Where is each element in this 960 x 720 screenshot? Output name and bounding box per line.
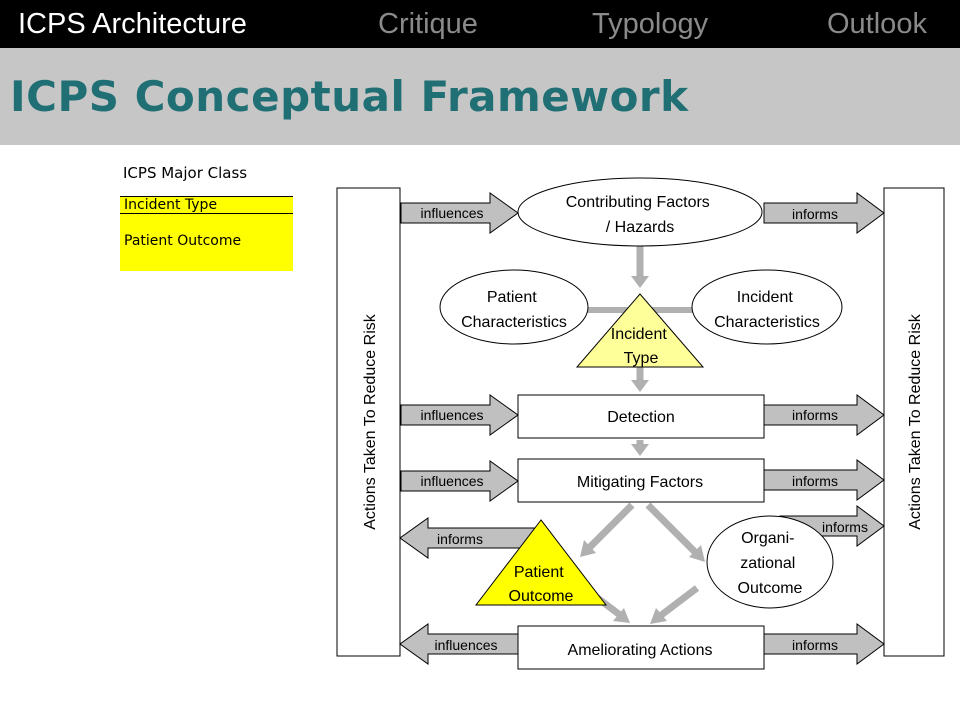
arrow-in-2: [400, 394, 519, 436]
incident-type-line2: Type: [624, 350, 659, 367]
incident-type-line1: Incident: [611, 326, 668, 343]
left-side-box: [336, 187, 401, 657]
detection-label: Detection: [607, 409, 675, 426]
detection-node: [517, 394, 765, 439]
ameliorating-actions-node: [517, 625, 765, 670]
org-outcome-line1: Organi-: [741, 530, 794, 547]
arrow-out-3-label: informs: [792, 473, 838, 489]
svg-text:Incident Type: Incident Type: [611, 326, 672, 367]
page-title: ICPS Conceptual Framework: [10, 72, 689, 121]
arrow-out-4-label: informs: [822, 519, 868, 535]
incident-type-node: [575, 293, 705, 368]
patient-outcome-line2: Outcome: [509, 588, 574, 605]
svg-text:Contributing Factors / Haz: Contributing Factors / Hazards: [566, 194, 715, 236]
arrow-in-3-label: influences: [420, 473, 483, 489]
arrow-in-5: [399, 623, 519, 665]
title-bar: [0, 48, 960, 145]
org-outcome-line2: zational: [740, 555, 795, 572]
svg-text:Patient Outcome: Patient Outcome: [509, 564, 574, 605]
legend-item-incident-type: Incident Type: [124, 197, 218, 213]
legend-row-divider: [120, 196, 293, 214]
arrow-out-5-label: informs: [792, 637, 838, 653]
svg-text:Organi- zational Outco: Organi- zational Outcome: [738, 530, 803, 597]
org-outcome-line3: Outcome: [738, 580, 803, 597]
arrow-in-4: [399, 517, 536, 559]
legend-item-patient-outcome: Patient Outcome: [124, 233, 242, 249]
contributing-factors-node: [517, 177, 763, 247]
arrow-out-3: [763, 459, 885, 501]
svg-text:Incident Characteristics: Incident Characteristics: [714, 289, 820, 331]
nav-item-icps-architecture[interactable]: ICPS Architecture: [18, 8, 247, 40]
arrow-out-1: [763, 192, 885, 234]
ameliorating-label: Ameliorating Actions: [568, 642, 713, 659]
svg-text:Patient Characteristics: Patient Characteristics: [461, 289, 567, 331]
contributing-label-line1: Contributing Factors: [566, 194, 710, 211]
legend-swatch: [120, 196, 293, 271]
contributing-label-line2: / Hazards: [606, 219, 674, 236]
arrow-out-2: [763, 394, 885, 436]
right-side-box: [883, 187, 945, 657]
patient-outcome-node: [474, 519, 608, 606]
nav-item-typology[interactable]: Typology: [592, 8, 709, 40]
organizational-outcome-node: [706, 515, 834, 609]
legend: ICPS Major Class Incident Type Patient O…: [120, 160, 295, 275]
left-side-label: Actions Taken To Reduce Risk: [362, 313, 379, 530]
arrow-in-1-label: influences: [420, 205, 483, 221]
arrow-in-1: [400, 192, 519, 234]
patient-char-line2: Characteristics: [461, 314, 567, 331]
arrow-out-5: [763, 623, 885, 665]
incident-char-line1: Incident: [737, 289, 794, 306]
arrow-out-2-label: informs: [792, 407, 838, 423]
right-side-label: Actions Taken To Reduce Risk: [907, 313, 924, 530]
mitigating-label: Mitigating Factors: [577, 474, 703, 491]
arrow-in-3: [400, 460, 519, 502]
top-navigation: ICPS Architecture Critique Typology Outl…: [0, 0, 960, 48]
incident-characteristics-node: [691, 269, 843, 345]
arrow-in-4-label: informs: [437, 531, 483, 547]
patient-outcome-line1: Patient: [514, 564, 564, 581]
nav-item-critique[interactable]: Critique: [378, 8, 478, 40]
arrow-out-1-label: informs: [792, 206, 838, 222]
patient-characteristics-node: [439, 269, 589, 345]
arrow-in-2-label: influences: [420, 407, 483, 423]
legend-title: ICPS Major Class: [123, 164, 248, 182]
arrow-in-5-label: influences: [434, 637, 497, 653]
mitigating-factors-node: [517, 458, 765, 503]
nav-item-outlook[interactable]: Outlook: [827, 8, 927, 40]
incident-char-line2: Characteristics: [714, 314, 820, 331]
patient-char-line1: Patient: [487, 289, 537, 306]
